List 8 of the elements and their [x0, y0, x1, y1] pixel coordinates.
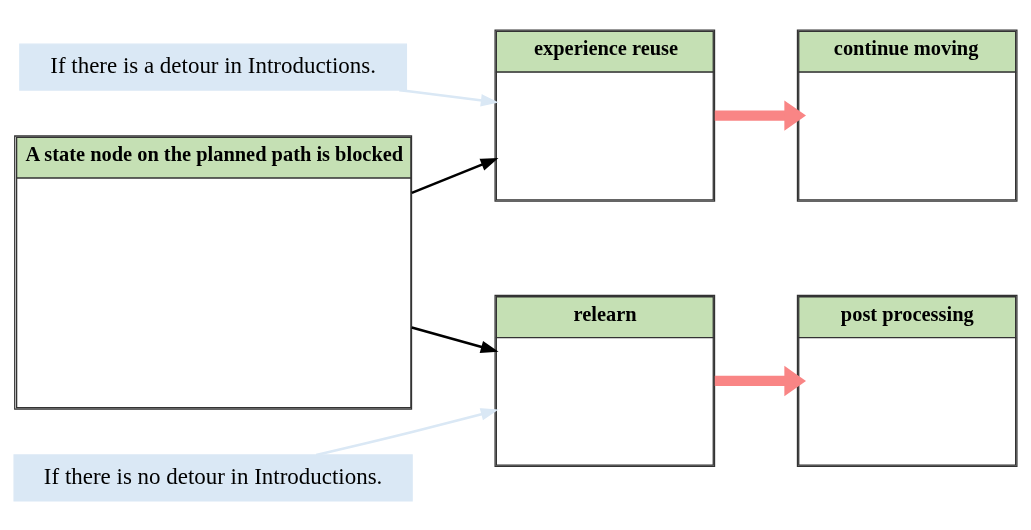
arrow — [315, 407, 499, 456]
arrow — [714, 365, 806, 396]
arrow — [411, 157, 499, 194]
arrow — [714, 99, 806, 131]
arrow — [411, 325, 499, 353]
node-box: If there is no detour in Introductions. — [13, 453, 413, 502]
node-box: If there is a detour in Introductions. — [19, 43, 408, 91]
arrow — [399, 88, 499, 107]
